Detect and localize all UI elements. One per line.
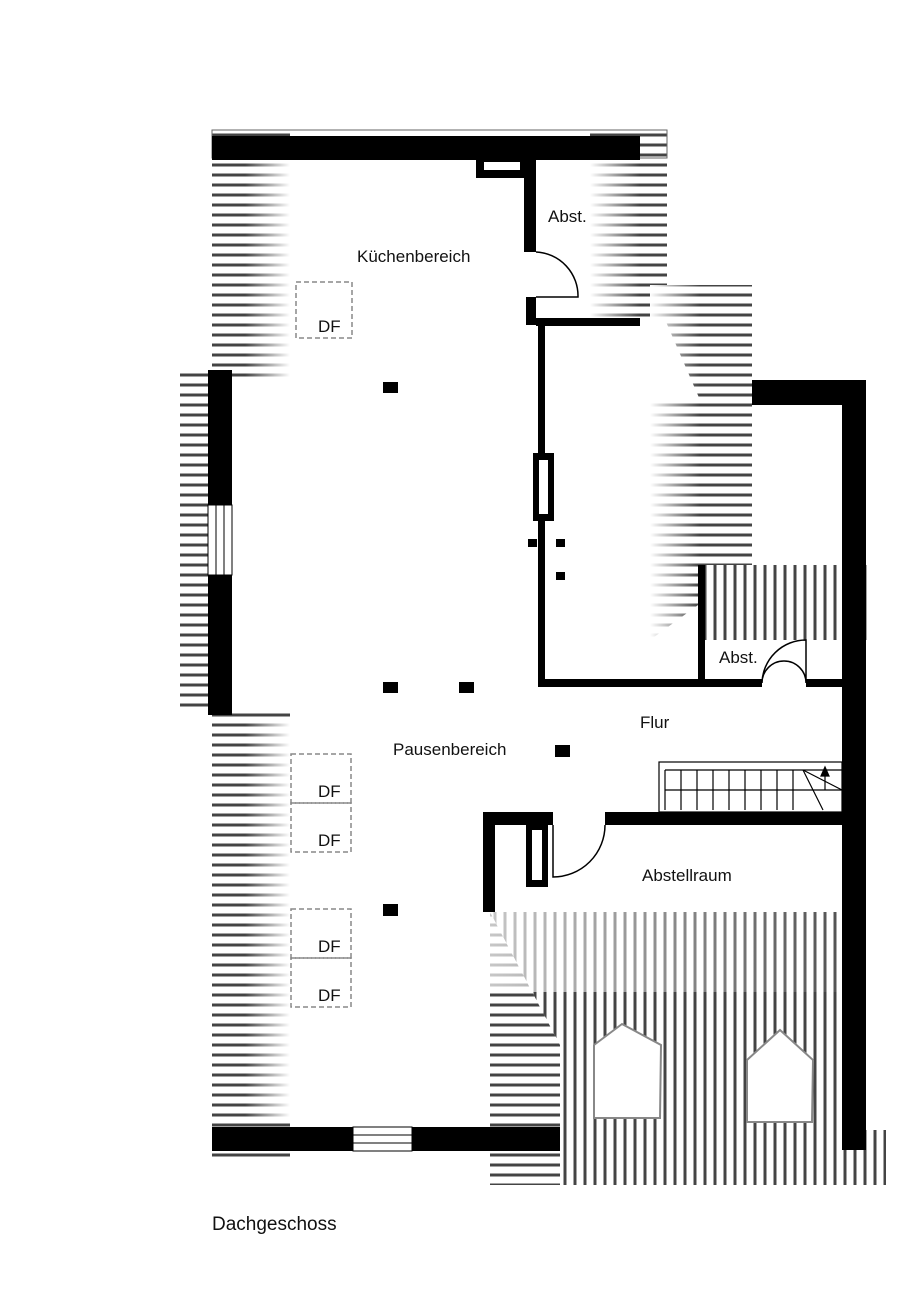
door-swings — [535, 251, 807, 878]
skylight-label: DF — [318, 782, 341, 801]
room-label-storage-mid: Abst. — [719, 648, 758, 667]
room-label-kitchen: Küchenbereich — [357, 247, 470, 266]
roof-slope-hatching — [180, 129, 886, 1185]
skylight-label: DF — [318, 986, 341, 1005]
skylight-label: DF — [318, 831, 341, 850]
windows — [207, 504, 413, 1152]
room-label-storage-top: Abst. — [548, 207, 587, 226]
floor-title: Dachgeschoss — [212, 1214, 337, 1235]
room-label-storeroom: Abstellraum — [642, 866, 732, 885]
room-label-break-area: Pausenbereich — [393, 740, 506, 759]
room-label-hallway: Flur — [640, 713, 670, 732]
walls — [208, 136, 866, 1151]
skylights: DF DF DF DF DF — [290, 281, 353, 1008]
skylight-label: DF — [318, 317, 341, 336]
columns — [383, 382, 570, 916]
staircase[interactable] — [658, 761, 843, 813]
dormers — [593, 1022, 815, 1123]
skylight-label: DF — [318, 937, 341, 956]
